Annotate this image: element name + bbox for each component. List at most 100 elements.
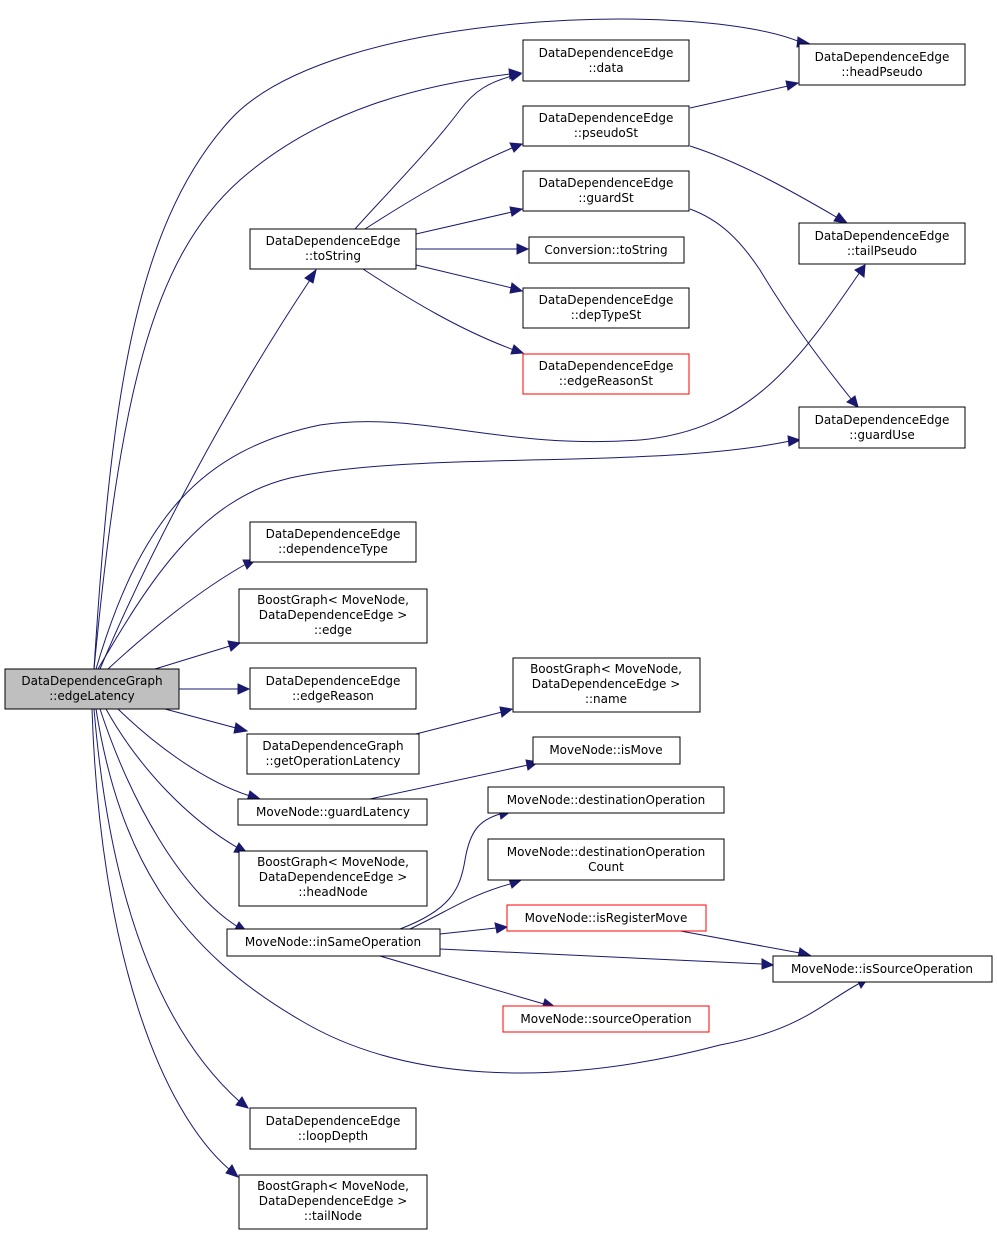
node-bgHeadNode-line1: BoostGraph< MoveNode, [257, 855, 409, 869]
edge-edgeLatency-bgHeadNode [105, 708, 239, 849]
node-guardLatency-line1: MoveNode::guardLatency [256, 805, 410, 819]
edge-guardLatency-isMove [369, 764, 529, 800]
node-getOpLatency-line1: DataDependenceGraph [262, 739, 403, 753]
node-bgTailNode-line1: BoostGraph< MoveNode, [257, 1179, 409, 1193]
edge-edgeLatency-getOpLatency [164, 708, 237, 729]
node-guardUse[interactable]: DataDependenceEdge ::guardUse [798, 406, 966, 449]
node-bgHeadNode-line2: DataDependenceEdge > [259, 870, 408, 884]
edge-edgeLatency-isSourceOp [95, 708, 861, 1074]
node-headPseudo[interactable]: DataDependenceEdge ::headPseudo [798, 43, 966, 86]
node-tailPseudo[interactable]: DataDependenceEdge ::tailPseudo [798, 222, 966, 265]
edge-inSameOp-destOpCount [409, 883, 511, 930]
edge-isRegisterMove-isSourceOp [674, 929, 801, 954]
node-guardSt-line1: DataDependenceEdge [539, 176, 674, 190]
node-isMove-line1: MoveNode::isMove [549, 743, 662, 757]
edge-edgeLatency-bgEdge [154, 645, 231, 670]
node-edgeLatency-line1: DataDependenceGraph [21, 674, 162, 688]
edge-edgeLatency-data [93, 73, 511, 670]
node-bgName[interactable]: BoostGraph< MoveNode, DataDependenceEdge… [512, 657, 701, 713]
node-bgHeadNode[interactable]: BoostGraph< MoveNode, DataDependenceEdge… [238, 850, 428, 907]
node-isRegisterMove-line1: MoveNode::isRegisterMove [525, 911, 688, 925]
node-bgEdge[interactable]: BoostGraph< MoveNode, DataDependenceEdge… [238, 588, 428, 644]
node-bgHeadNode-line3: ::headNode [298, 885, 367, 899]
node-dependenceType-line2: ::dependenceType [278, 542, 388, 556]
node-destOp[interactable]: MoveNode::destinationOperation [487, 786, 725, 814]
node-destOp-line1: MoveNode::destinationOperation [507, 793, 706, 807]
node-bgEdge-line3: ::edge [314, 623, 352, 637]
edge-toString-guardSt [415, 211, 513, 235]
edge-edgeLatency-toString [99, 279, 311, 670]
node-edgeReasonSt-line2: ::edgeReasonSt [559, 374, 653, 388]
edge-pseudoSt-tailPseudo [689, 145, 839, 219]
node-toString[interactable]: DataDependenceEdge ::toString [249, 228, 417, 270]
node-sourceOp-line1: MoveNode::sourceOperation [520, 1012, 691, 1026]
node-bgEdge-line2: DataDependenceEdge > [259, 608, 408, 622]
node-loopDepth-line1: DataDependenceEdge [266, 1114, 401, 1128]
node-data[interactable]: DataDependenceEdge ::data [522, 39, 690, 82]
node-toString-line2: ::toString [305, 249, 361, 263]
edge-getOpLatency-bgName [411, 711, 503, 736]
node-edgeReasonSt-line1: DataDependenceEdge [539, 359, 674, 373]
node-edgeReasonSt[interactable]: DataDependenceEdge ::edgeReasonSt [522, 353, 690, 395]
edge-edgeLatency-guardUse [97, 440, 791, 670]
edge-toString-pseudoSt [364, 147, 513, 230]
node-guardSt-line2: ::guardSt [578, 191, 634, 205]
node-edgeLatency[interactable]: DataDependenceGraph ::edgeLatency [4, 668, 180, 710]
node-bgName-line1: BoostGraph< MoveNode, [530, 662, 682, 676]
node-bgName-line3: ::name [585, 692, 627, 706]
edge-toString-data [354, 75, 513, 230]
edge-guardSt-guardUse [689, 208, 853, 401]
node-isSourceOp[interactable]: MoveNode::isSourceOperation [772, 955, 993, 983]
edge-edgeLatency-headPseudo [93, 18, 801, 670]
edge-toString-edgeReasonSt [362, 268, 515, 351]
node-headPseudo-line1: DataDependenceEdge [815, 50, 950, 64]
node-isMove[interactable]: MoveNode::isMove [532, 736, 681, 765]
node-guardSt[interactable]: DataDependenceEdge ::guardSt [522, 170, 690, 212]
node-destOpCount-line2: Count [588, 860, 624, 874]
edge-inSameOp-sourceOp [379, 955, 545, 1005]
node-data-line2: ::data [588, 61, 623, 75]
node-bgTailNode[interactable]: BoostGraph< MoveNode, DataDependenceEdge… [238, 1174, 428, 1230]
node-destOpCount[interactable]: MoveNode::destinationOperation Count [487, 838, 725, 881]
edge-toString-depTypeSt [415, 264, 513, 289]
node-edgeReason[interactable]: DataDependenceEdge ::edgeReason [249, 667, 417, 710]
node-bgEdge-line1: BoostGraph< MoveNode, [257, 593, 409, 607]
node-isRegisterMove[interactable]: MoveNode::isRegisterMove [506, 904, 707, 932]
node-dependenceType[interactable]: DataDependenceEdge ::dependenceType [249, 521, 417, 563]
node-depTypeSt-line1: DataDependenceEdge [539, 293, 674, 307]
edge-inSameOp-destOp [399, 813, 501, 930]
node-getOpLatency-line2: ::getOperationLatency [266, 754, 401, 768]
node-loopDepth[interactable]: DataDependenceEdge ::loopDepth [249, 1107, 417, 1150]
node-depTypeSt[interactable]: DataDependenceEdge ::depTypeSt [522, 287, 690, 329]
node-destOpCount-line1: MoveNode::destinationOperation [507, 845, 706, 859]
node-guardLatency[interactable]: MoveNode::guardLatency [237, 798, 428, 826]
node-guardUse-line2: ::guardUse [849, 428, 914, 442]
node-bgTailNode-line2: DataDependenceEdge > [259, 1194, 408, 1208]
edge-edgeLatency-tailPseudo [95, 271, 861, 670]
edge-inSameOp-isSourceOp [439, 948, 763, 965]
edges [91, 18, 870, 1178]
edge-pseudoSt-headPseudo [689, 85, 789, 109]
node-loopDepth-line2: ::loopDepth [298, 1129, 368, 1143]
edge-edgeLatency-bgTailNode [91, 708, 231, 1171]
node-pseudoSt-line1: DataDependenceEdge [539, 111, 674, 125]
node-getOpLatency[interactable]: DataDependenceGraph ::getOperationLatenc… [246, 733, 420, 775]
edge-edgeLatency-loopDepth [93, 708, 241, 1103]
node-tailPseudo-line2: ::tailPseudo [847, 244, 917, 258]
node-pseudoSt[interactable]: DataDependenceEdge ::pseudoSt [522, 105, 690, 147]
node-edgeReason-line2: ::edgeReason [292, 689, 374, 703]
node-sourceOp[interactable]: MoveNode::sourceOperation [502, 1005, 710, 1033]
edge-edgeLatency-guardLatency [117, 708, 251, 797]
edge-edgeLatency-dependenceType [107, 563, 247, 670]
node-inSameOp[interactable]: MoveNode::inSameOperation [226, 928, 441, 957]
node-convToString-line1: Conversion::toString [544, 243, 667, 257]
node-bgTailNode-line3: ::tailNode [304, 1209, 362, 1223]
node-pseudoSt-line2: ::pseudoSt [574, 126, 639, 140]
node-tailPseudo-line1: DataDependenceEdge [815, 229, 950, 243]
node-data-line1: DataDependenceEdge [539, 46, 674, 60]
node-headPseudo-line2: ::headPseudo [841, 65, 922, 79]
node-convToString[interactable]: Conversion::toString [528, 236, 685, 264]
edge-inSameOp-isRegisterMove [439, 927, 497, 935]
node-guardUse-line1: DataDependenceEdge [815, 413, 950, 427]
